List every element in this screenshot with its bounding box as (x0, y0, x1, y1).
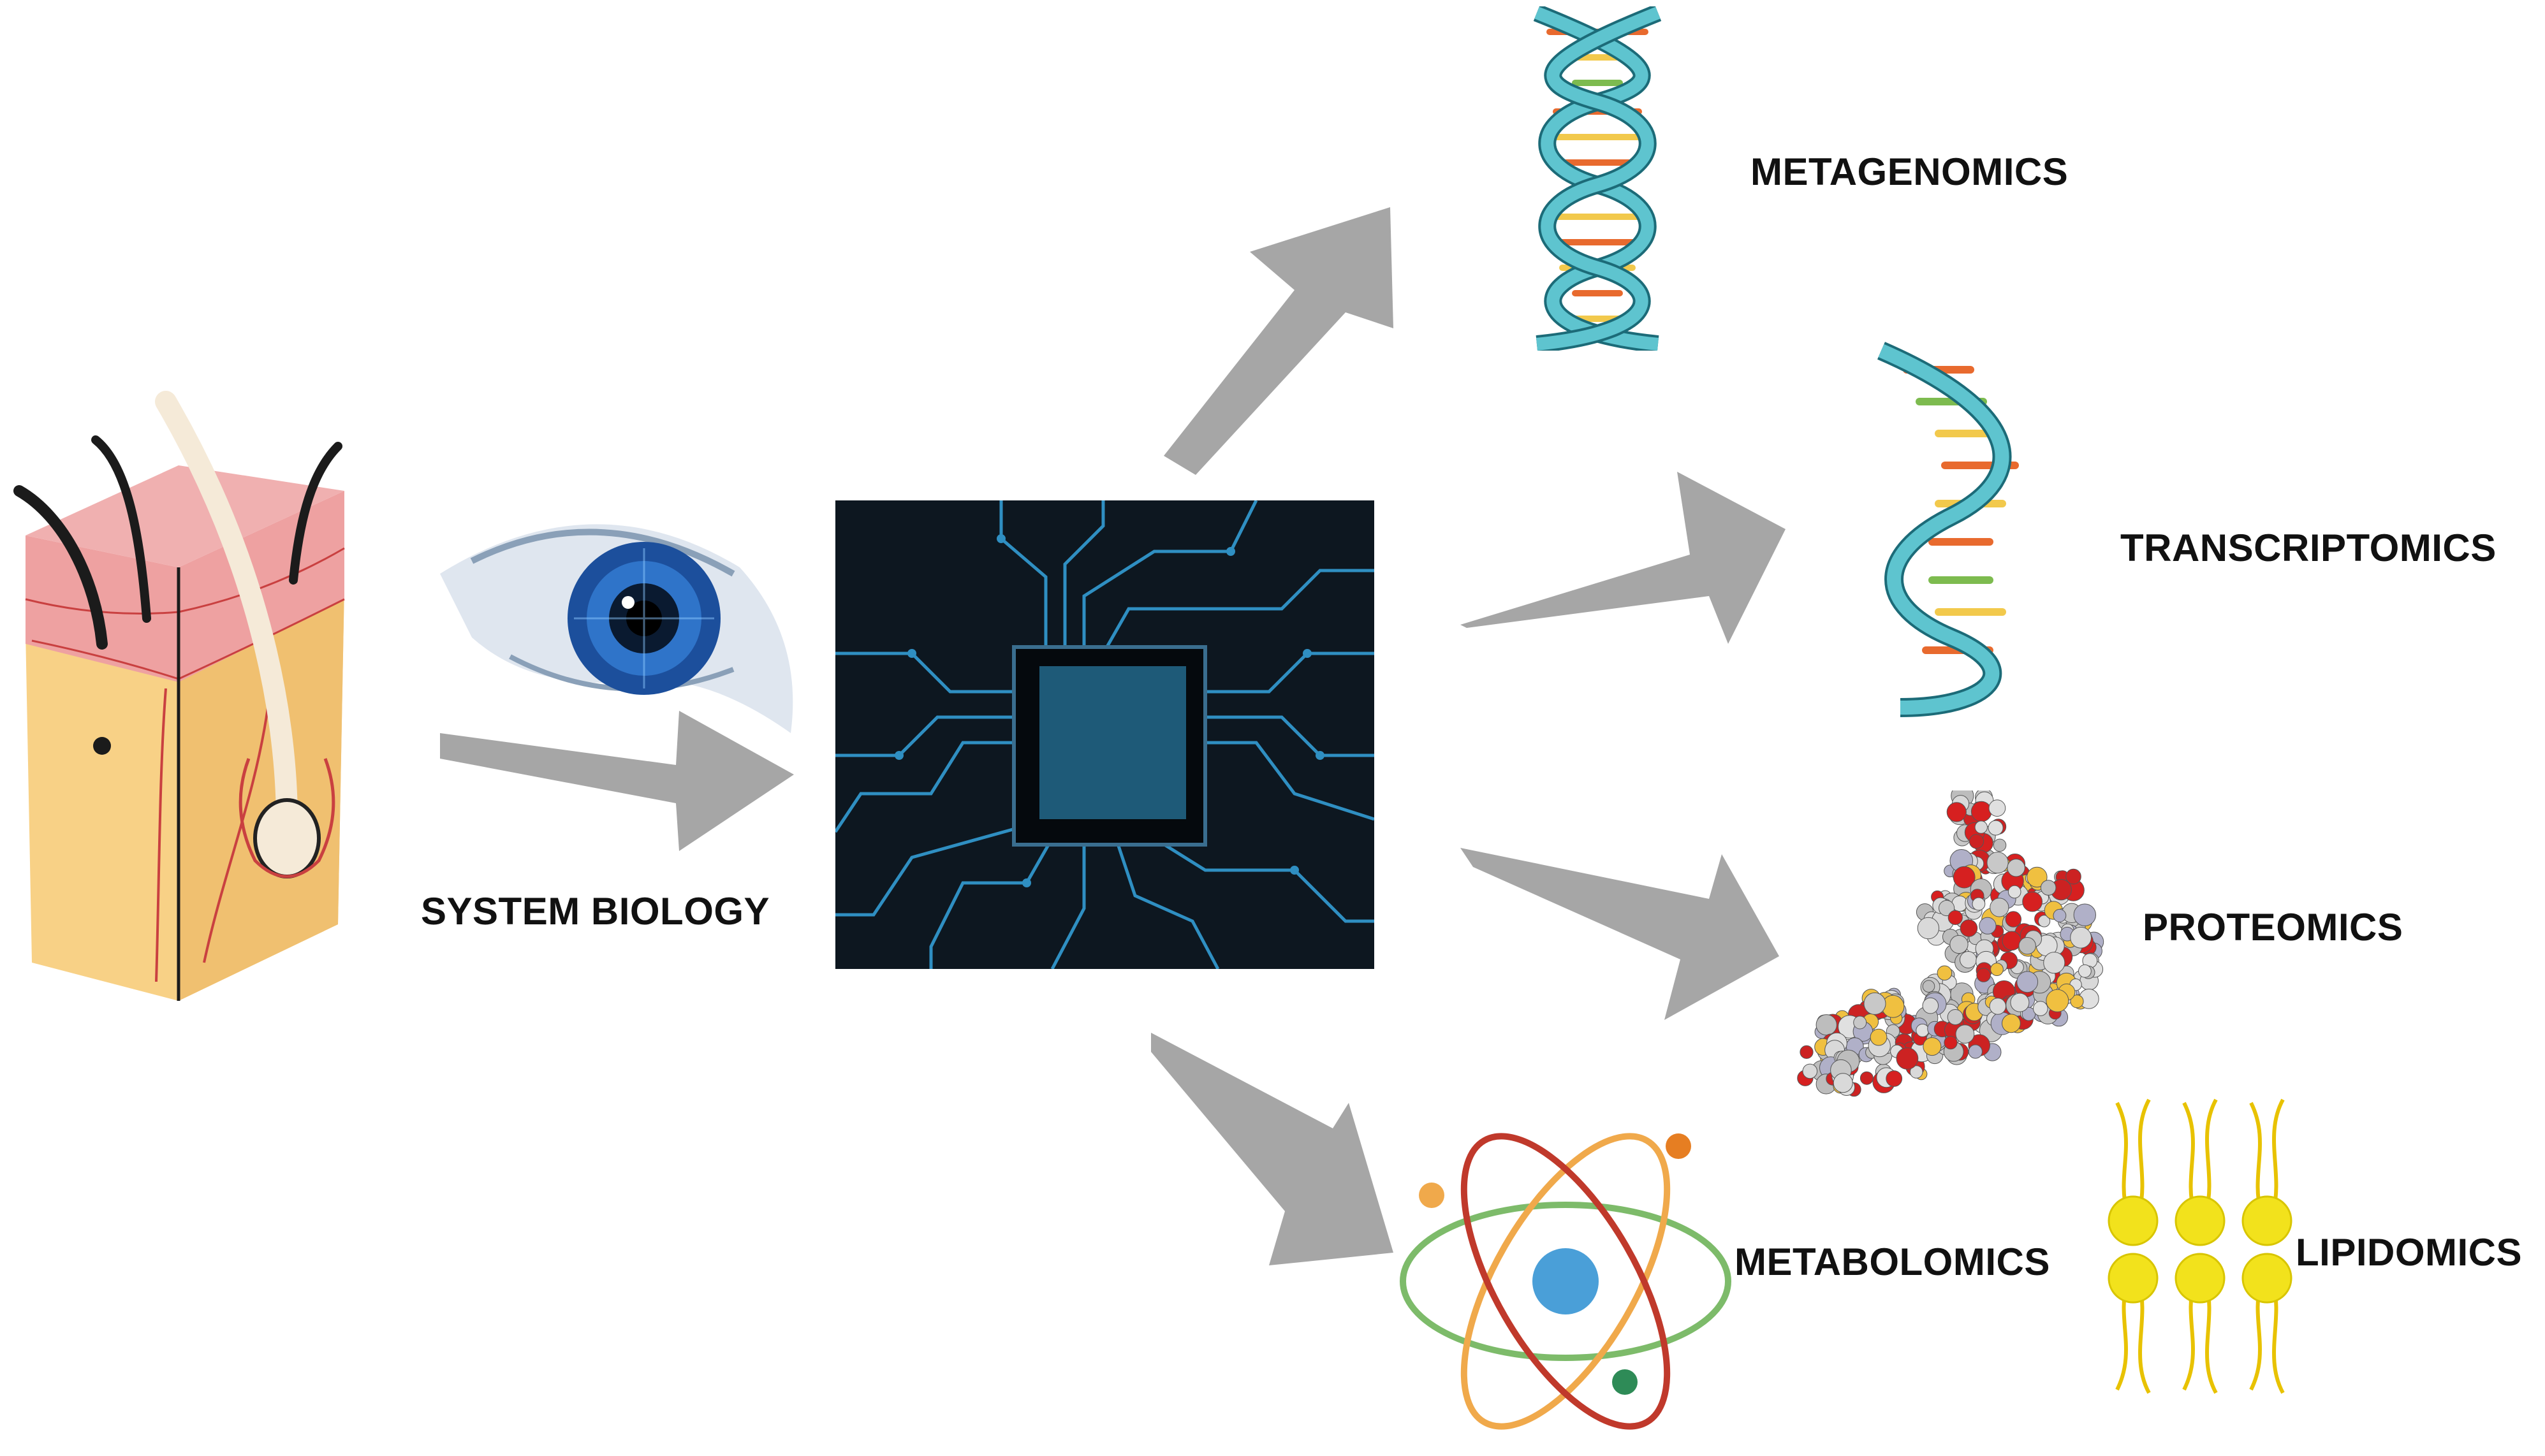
protein-atom (2078, 964, 2092, 978)
protein-atom (1922, 997, 1939, 1014)
label-system-biology: SYSTEM BIOLOGY (421, 890, 770, 933)
protein-atom (1909, 1065, 1923, 1079)
label-transcriptomics: TRANSCRIPTOMICS (2120, 527, 2497, 569)
arrow-to-transcriptomics (1460, 472, 1786, 644)
protein-atom (1968, 1044, 1983, 1059)
arrow-to-chip (440, 711, 794, 851)
rna-single-helix (1877, 342, 2019, 717)
protein-atom (1993, 838, 2007, 852)
protein-atom (1800, 1045, 1814, 1059)
protein-atom (1802, 1063, 1818, 1079)
protein-atom (1960, 919, 1978, 937)
protein-atom (2043, 952, 2065, 974)
protein-atom (2073, 903, 2096, 926)
eye-illustration (440, 524, 793, 733)
protein-atom (1853, 1016, 1867, 1030)
protein-atom (2007, 885, 2021, 899)
protein-atom (2070, 994, 2084, 1008)
protein-atom (2010, 993, 2030, 1012)
label-lipidomics: LIPIDOMICS (2296, 1231, 2523, 1274)
protein-atom (1922, 980, 1935, 993)
protein-atom (1970, 801, 1992, 822)
protein-atom (2007, 859, 2025, 877)
skin-illustration (13, 391, 345, 1001)
protein-atom (2002, 931, 2022, 951)
protein-atom (2018, 937, 2036, 955)
protein-atom (2040, 880, 2057, 896)
protein-atom (2070, 926, 2092, 949)
protein-atom (1944, 1036, 1958, 1050)
protein-atom (1863, 992, 1886, 1015)
protein-atom (2033, 1001, 2048, 1016)
label-metagenomics: METAGENOMICS (1750, 150, 2069, 193)
arrow-to-metabolomics (1151, 1033, 1393, 1265)
protein-atom (1937, 965, 1953, 981)
protein-atom (1859, 1071, 1874, 1085)
protein-atom (1974, 820, 1988, 834)
protein-atom (1916, 1023, 1930, 1037)
protein-atom (1815, 1014, 1837, 1036)
protein-atom (1896, 1047, 1919, 1070)
protein-atom (1946, 802, 1967, 822)
label-proteomics: PROTEOMICS (2143, 906, 2403, 949)
protein-atom (2027, 866, 2048, 888)
protein-atom (1939, 899, 1955, 917)
protein-atom (1833, 1073, 1853, 1093)
label-metabolomics: METABOLOMICS (1735, 1241, 2050, 1283)
protein-atom (2046, 989, 2069, 1012)
protein-atom (1947, 1009, 1963, 1025)
protein-atom (1947, 910, 1963, 925)
protein-atom (1917, 917, 1940, 940)
protein-atom (2002, 1014, 2021, 1033)
protein-atom (1886, 1070, 1903, 1087)
protein-atom (1976, 968, 1991, 982)
arrow-to-metagenomics (1164, 207, 1393, 475)
arrow-to-proteomics (1460, 848, 1779, 1020)
protein-atom (2005, 911, 2021, 928)
protein-atom (2065, 868, 2081, 885)
protein-atom (1960, 951, 1977, 968)
protein-atom (1949, 935, 1969, 954)
protein-atom (2053, 908, 2067, 922)
protein-atom (2022, 891, 2043, 912)
protein-atom (1923, 1037, 1942, 1056)
protein-atom (2038, 915, 2051, 928)
protein-atom (1955, 1024, 1975, 1044)
protein-atom (1990, 898, 2009, 917)
circuit-chip-image (835, 500, 1374, 969)
lipid-illustration (2108, 1098, 2292, 1394)
protein-structure (1797, 790, 2104, 1097)
atom-illustration (1400, 1133, 1731, 1430)
protein-atom (1988, 799, 2006, 817)
protein-atom (1990, 963, 2004, 977)
protein-atom (1988, 820, 2004, 836)
protein-atom (1870, 1028, 1888, 1046)
protein-atom (1986, 852, 2009, 874)
protein-atom (1979, 917, 1997, 935)
protein-atom (1972, 897, 1986, 911)
dna-double-helix (1533, 6, 1662, 351)
protein-atom (1953, 866, 1976, 889)
protein-atom (2016, 971, 2039, 993)
protein-atom (1989, 998, 2006, 1015)
protein-atom (1969, 834, 1984, 849)
